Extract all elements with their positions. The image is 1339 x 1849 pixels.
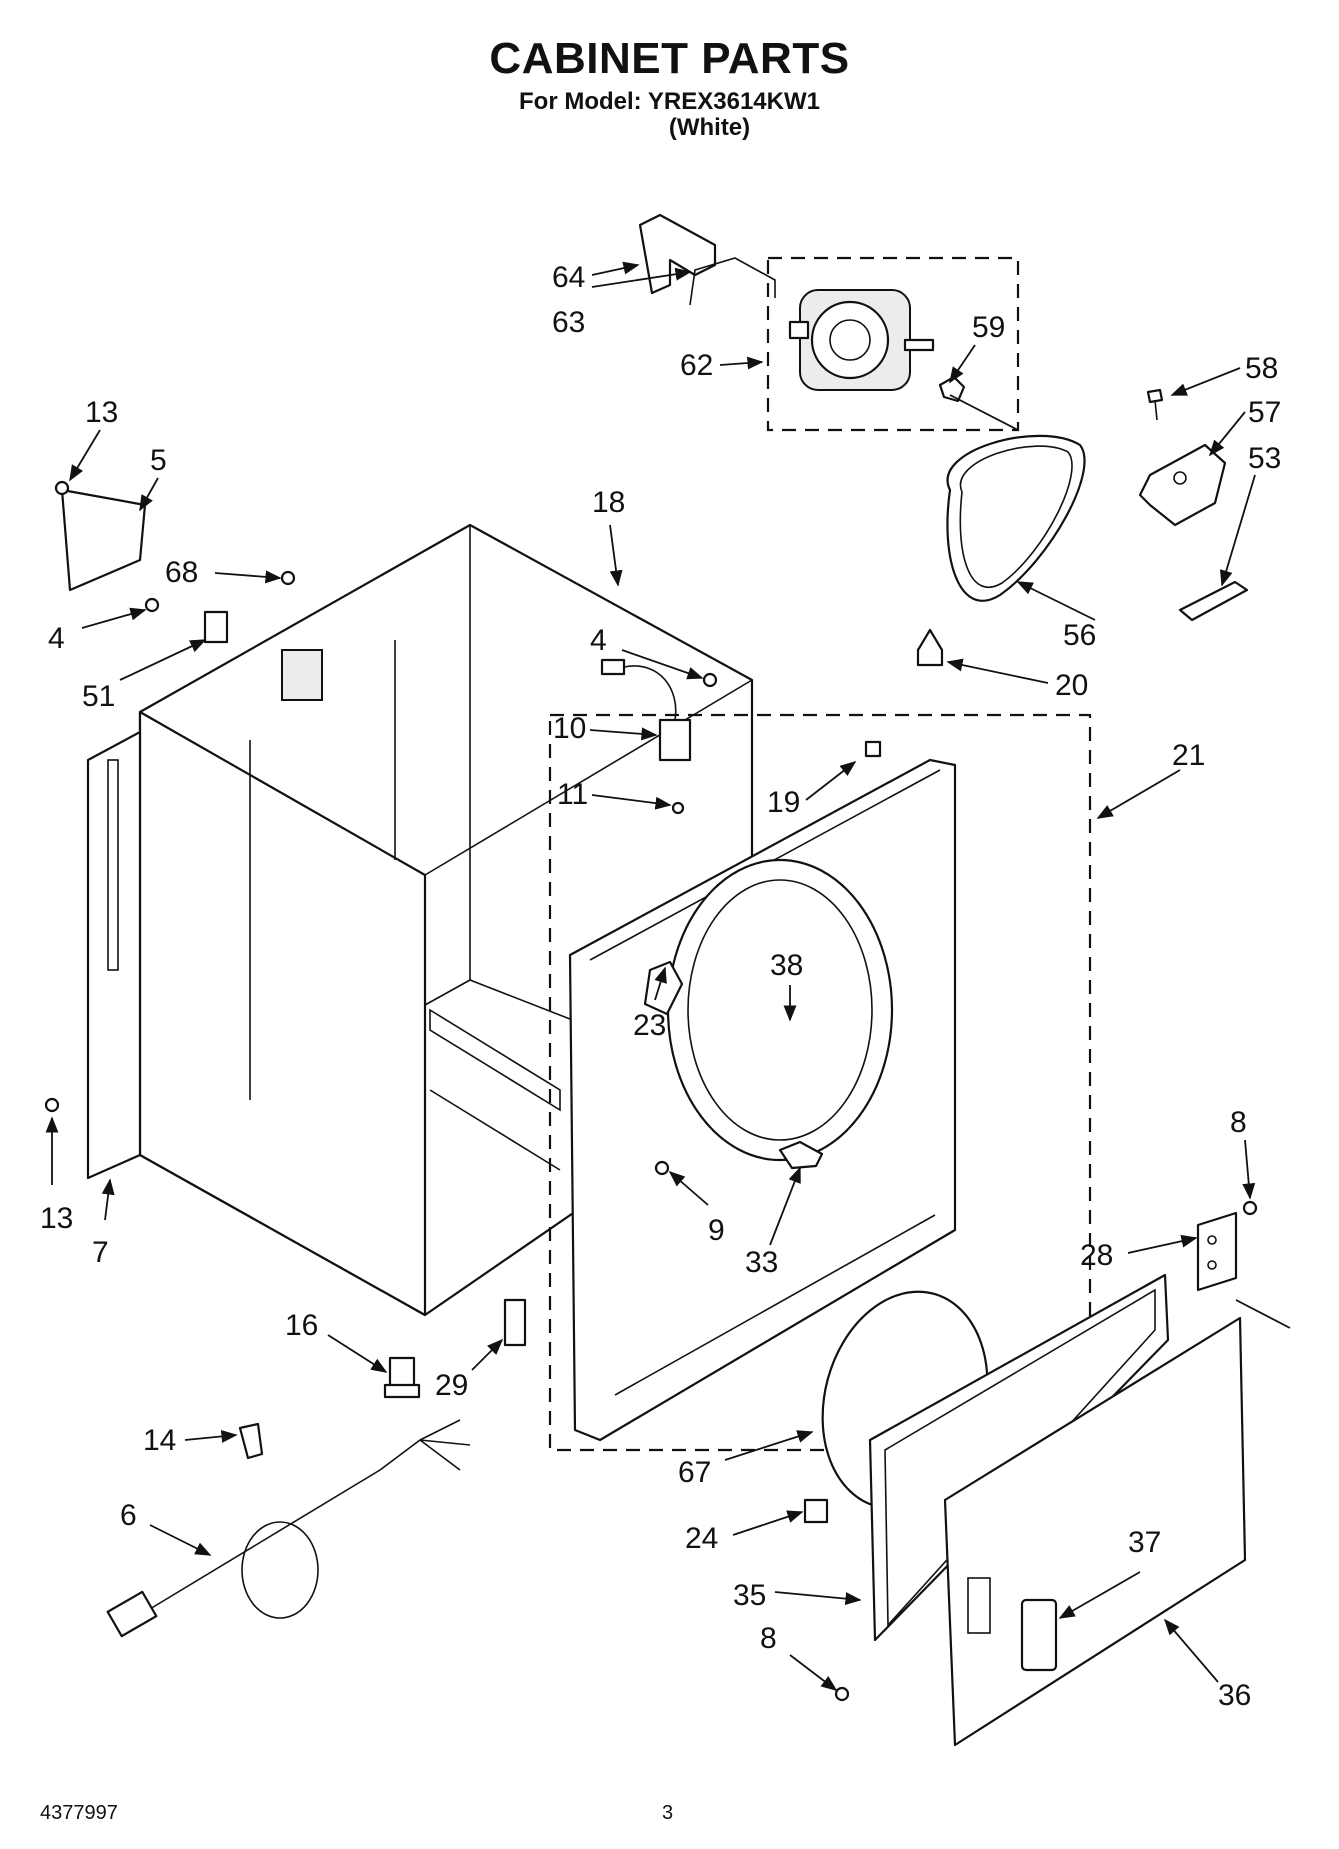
callout-64: 64 xyxy=(552,261,585,294)
callout-18: 18 xyxy=(592,486,625,519)
callout-4-left: 4 xyxy=(48,622,65,655)
callout-16: 16 xyxy=(285,1309,318,1342)
callout-5: 5 xyxy=(150,444,167,477)
callout-51: 51 xyxy=(82,680,115,713)
callout-57: 57 xyxy=(1248,396,1281,429)
part-19 xyxy=(864,740,882,758)
callout-11: 11 xyxy=(557,778,588,811)
idler-bracket xyxy=(1138,443,1227,527)
callout-24: 24 xyxy=(685,1522,718,1555)
front-panel xyxy=(568,758,957,1442)
callout-28: 28 xyxy=(1080,1239,1113,1272)
callout-9: 9 xyxy=(708,1214,725,1247)
callout-68: 68 xyxy=(165,556,198,589)
motor-clamp-wire xyxy=(689,257,776,306)
front-panel-group-box xyxy=(548,713,1092,1452)
leveling-leg xyxy=(383,1356,421,1399)
door-hinge xyxy=(1196,1211,1238,1292)
callout-21: 21 xyxy=(1172,739,1205,772)
part-51 xyxy=(203,610,229,644)
callout-38: 38 xyxy=(770,949,803,982)
callout-8-bottom: 8 xyxy=(760,1622,777,1655)
callout-4-right: 4 xyxy=(590,624,607,657)
model-line: For Model: YREX3614KW1 xyxy=(519,88,820,115)
screw-8-bottom xyxy=(834,1686,850,1702)
callout-6: 6 xyxy=(120,1499,137,1532)
callout-8-top: 8 xyxy=(1230,1106,1247,1139)
callout-33: 33 xyxy=(745,1246,778,1279)
color-line: (White) xyxy=(668,114,751,141)
part-23 xyxy=(643,960,684,1016)
screw-4-right xyxy=(702,672,718,688)
power-cord xyxy=(106,1419,471,1638)
motor-assembly-group-box xyxy=(766,256,1020,432)
callout-67: 67 xyxy=(678,1456,711,1489)
page-number: 3 xyxy=(662,1802,674,1824)
cabinet-side-strip xyxy=(86,730,142,1180)
callout-37: 37 xyxy=(1128,1526,1161,1559)
door-catch xyxy=(803,1498,829,1524)
callout-36: 36 xyxy=(1218,1679,1251,1712)
callout-59: 59 xyxy=(972,311,1005,344)
callout-13-bottom: 13 xyxy=(40,1202,73,1235)
bracket-part-29 xyxy=(503,1298,527,1347)
document-number: 4377997 xyxy=(40,1802,118,1824)
page-title: CABINET PARTS xyxy=(489,34,850,83)
motor-cover-bracket xyxy=(638,213,717,295)
drive-motor xyxy=(788,289,935,391)
callout-14: 14 xyxy=(143,1424,176,1457)
callout-63: 63 xyxy=(552,306,585,339)
screw-13-bottom xyxy=(44,1097,60,1113)
screw-11 xyxy=(671,801,685,815)
screw-68 xyxy=(280,570,296,586)
leader-lines xyxy=(45,261,1256,1691)
screw-8-top xyxy=(1242,1200,1258,1216)
callout-20: 20 xyxy=(1055,669,1088,702)
callout-7: 7 xyxy=(92,1236,109,1269)
door-handle xyxy=(1020,1598,1058,1672)
screw-9 xyxy=(654,1160,670,1176)
door-strike xyxy=(778,1140,824,1170)
idler-pulley xyxy=(1178,580,1249,622)
callout-labels: 64 63 62 59 58 57 53 56 13 5 68 4 51 18 … xyxy=(40,261,1281,1712)
callout-62: 62 xyxy=(680,349,713,382)
cabinet-rear-panel xyxy=(60,488,147,592)
callout-29: 29 xyxy=(435,1369,468,1402)
callout-53: 53 xyxy=(1248,442,1281,475)
callout-10: 10 xyxy=(553,712,586,745)
callout-58: 58 xyxy=(1245,352,1278,385)
screw-4-left xyxy=(144,597,160,613)
screw-13-top xyxy=(54,480,70,496)
callout-56: 56 xyxy=(1063,619,1096,652)
outer-door xyxy=(943,1316,1247,1747)
bracket-screw xyxy=(1146,388,1164,421)
callout-23: 23 xyxy=(633,1009,666,1042)
callout-13-top: 13 xyxy=(85,396,118,429)
callout-35: 35 xyxy=(733,1579,766,1612)
drive-belt xyxy=(946,434,1086,602)
wire-clip xyxy=(238,1422,264,1460)
callout-19: 19 xyxy=(767,786,800,819)
thermostat-harness xyxy=(600,658,692,762)
top-mount-clip xyxy=(916,628,944,667)
